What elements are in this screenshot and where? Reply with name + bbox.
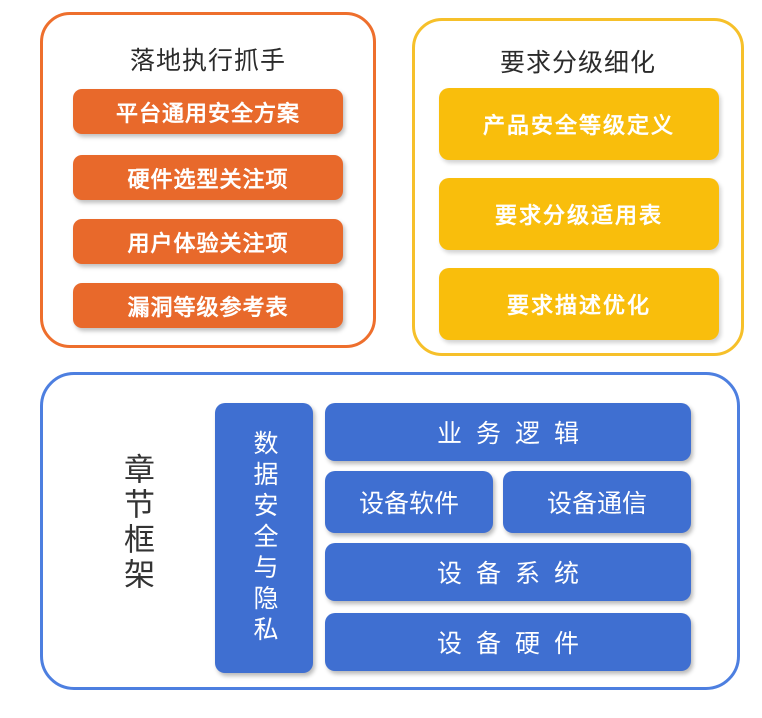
refinement-item-description-optimization: 要求描述优化 xyxy=(439,268,719,340)
business-logic-block: 业务逻辑 xyxy=(325,403,691,461)
landing-panel: 落地执行抓手 平台通用安全方案 硬件选型关注项 用户体验关注项 漏洞等级参考表 xyxy=(40,12,376,348)
refinement-panel: 要求分级细化 产品安全等级定义 要求分级适用表 要求描述优化 xyxy=(412,18,744,356)
landing-item-platform-security: 平台通用安全方案 xyxy=(73,89,343,134)
refinement-item-level-definition: 产品安全等级定义 xyxy=(439,88,719,160)
device-system-block: 设备系统 xyxy=(325,543,691,601)
refinement-item-applicability-table: 要求分级适用表 xyxy=(439,178,719,250)
data-security-privacy-block: 数据安全与隐私 xyxy=(215,403,313,673)
landing-item-user-experience: 用户体验关注项 xyxy=(73,219,343,264)
framework-panel: 章节框架 数据安全与隐私 业务逻辑 设备软件 设备通信 设备系统 设备硬件 xyxy=(40,372,740,690)
refinement-panel-title: 要求分级细化 xyxy=(499,48,656,77)
device-software-block: 设备软件 xyxy=(325,471,493,533)
device-hardware-block: 设备硬件 xyxy=(325,613,691,671)
device-communication-block: 设备通信 xyxy=(503,471,691,533)
landing-item-vulnerability-levels: 漏洞等级参考表 xyxy=(73,283,343,328)
framework-label: 章节框架 xyxy=(118,453,154,593)
landing-panel-title: 落地执行抓手 xyxy=(129,46,286,75)
landing-item-hardware-selection: 硬件选型关注项 xyxy=(73,155,343,200)
